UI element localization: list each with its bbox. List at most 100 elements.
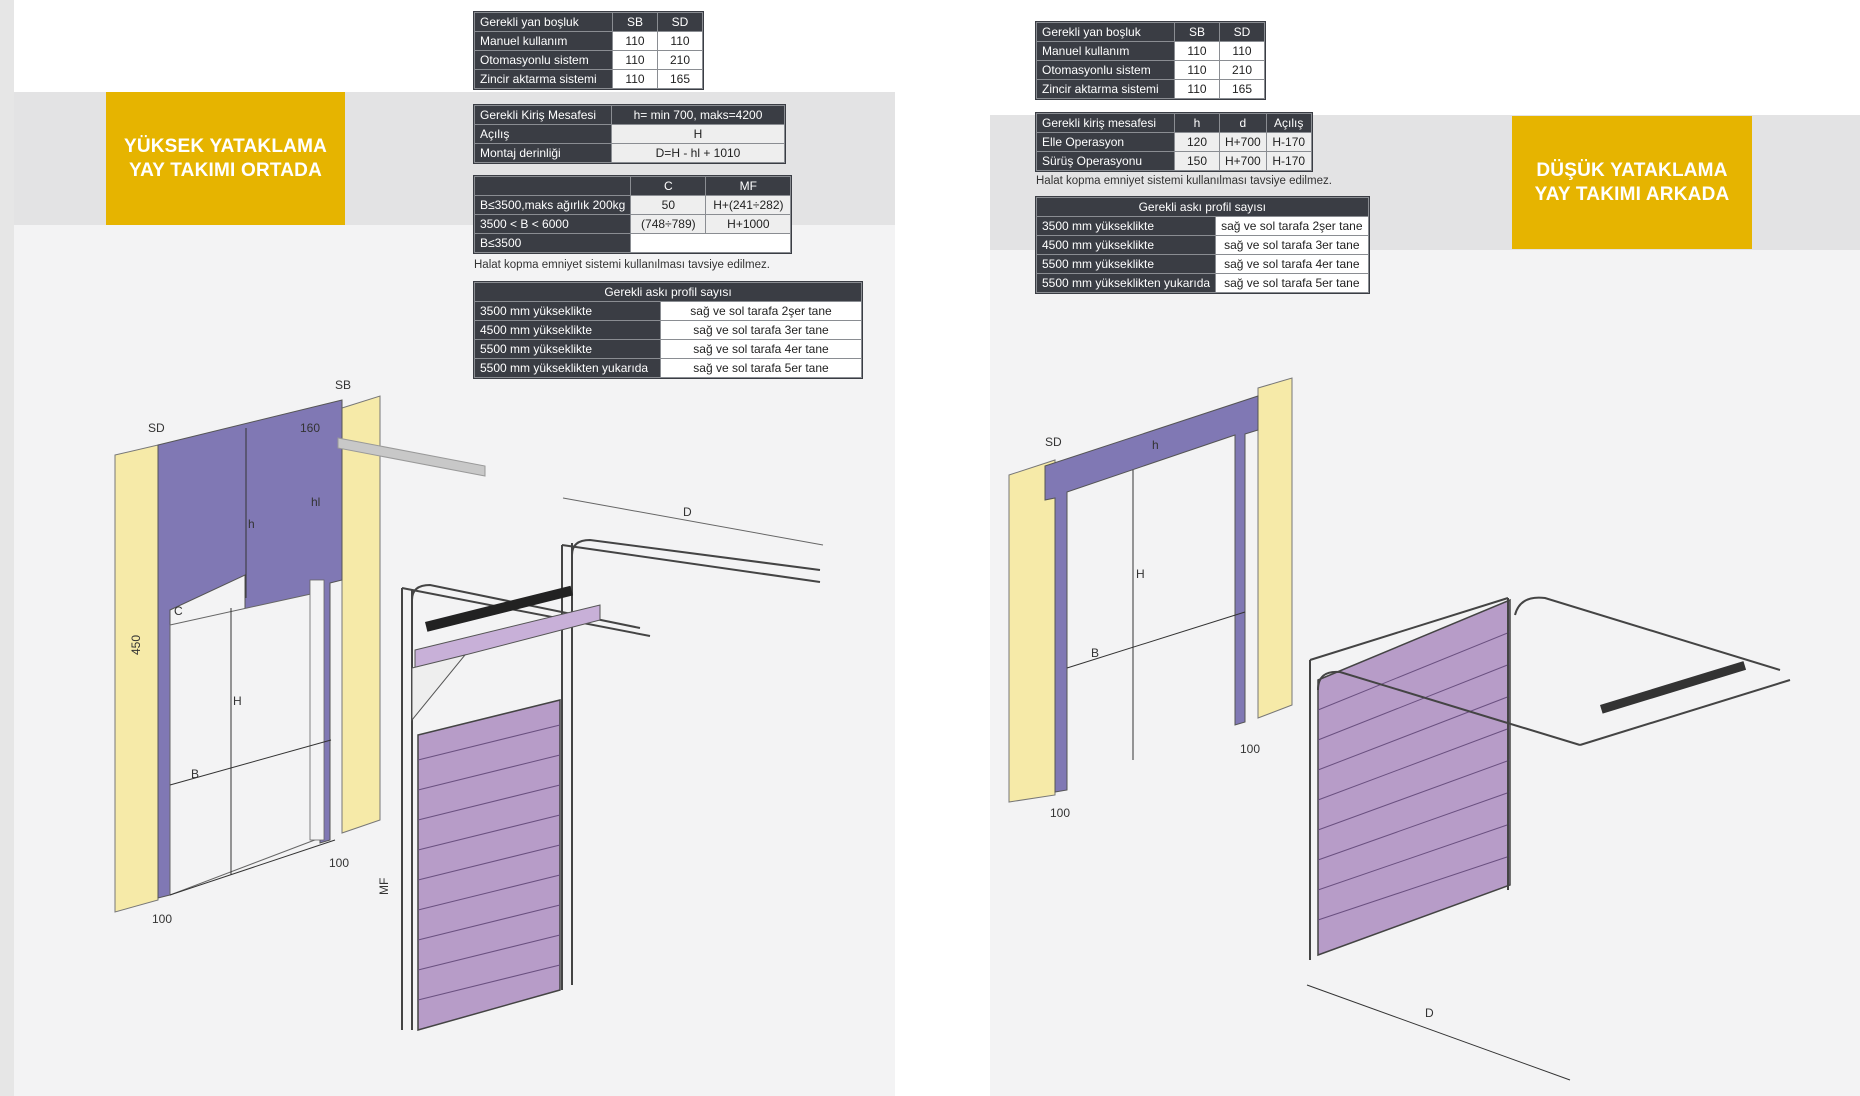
- label-B: B: [191, 767, 199, 781]
- table-row: Gerekli Kiriş Mesafesi h= min 700, maks=…: [474, 105, 785, 125]
- table-header: Gerekli askı profil sayısı: [474, 282, 862, 302]
- table-cell: 4500 mm yükseklikte: [474, 320, 661, 340]
- table-row: Zincir aktarma sistemi 110 165: [1036, 79, 1265, 99]
- table-row: Montaj derinliği D=H - hl + 1010: [474, 143, 785, 163]
- left-c-mf-table: C MF B≤3500,maks ağırlık 200kg 50 H+(241…: [472, 175, 793, 254]
- label-sb: SB: [335, 378, 351, 392]
- table-cell: Gerekli Kiriş Mesafesi: [474, 105, 612, 125]
- left-installation-diagram: SD SB 160 h hl C 450 H B 100 100 D MF: [114, 378, 824, 1031]
- table-cell: 110: [1174, 79, 1220, 99]
- table-header: Gerekli yan boşluk: [474, 12, 613, 32]
- label-450: 450: [129, 635, 143, 655]
- table-cell: 3500 mm yükseklikte: [474, 301, 661, 321]
- page-edge: [0, 0, 14, 1096]
- label-h: h: [248, 517, 255, 531]
- table-cell: h= min 700, maks=4200: [611, 105, 785, 125]
- table-row: Açılış H: [474, 124, 785, 144]
- label-B: B: [1091, 646, 1099, 660]
- right-installation-diagram: SD h H B 100 100 D: [1008, 377, 1791, 1081]
- label-sd: SD: [148, 421, 165, 435]
- table-row: Elle Operasyon 120 H+700 H-170: [1036, 132, 1312, 152]
- label-D: D: [1425, 1006, 1434, 1020]
- table-cell: 165: [1219, 79, 1265, 99]
- table-cell: (748÷789): [630, 214, 707, 234]
- table-header: h: [1174, 113, 1220, 133]
- label-100: 100: [152, 912, 172, 926]
- table-cell-empty: [630, 233, 792, 253]
- table-cell: sağ ve sol tarafa 2şer tane: [1215, 216, 1369, 236]
- torsion-spring: [1600, 661, 1747, 714]
- table-cell: Manuel kullanım: [1036, 41, 1175, 61]
- table-cell: H: [611, 124, 785, 144]
- left-safety-note: Halat kopma emniyet sistemi kullanılması…: [474, 259, 770, 271]
- left-wall: [1008, 459, 1056, 803]
- table-cell: 110: [612, 69, 658, 89]
- table-cell: H+1000: [705, 214, 792, 234]
- right-title-banner: DÜŞÜK YATAKLAMA YAY TAKIMI ARKADA: [1512, 116, 1752, 249]
- table-cell: 110: [657, 31, 703, 51]
- table-row: Zincir aktarma sistemi 110 165: [474, 69, 703, 89]
- table-cell: H+(241÷282): [705, 195, 792, 215]
- table-row: Manuel kullanım 110 110: [1036, 41, 1265, 61]
- right-wall: [1257, 377, 1293, 719]
- table-cell: sağ ve sol tarafa 3er tane: [660, 320, 862, 340]
- table-cell: 210: [657, 50, 703, 70]
- door-panel: [417, 699, 561, 1031]
- left-profile-table: Gerekli askı profil sayısı 3500 mm yükse…: [473, 281, 863, 379]
- table-row: 3500 mm yükseklikte sağ ve sol tarafa 2ş…: [474, 301, 862, 321]
- door-mechanism: [1309, 596, 1791, 960]
- left-title-banner: YÜKSEK YATAKLAMA YAY TAKIMI ORTADA: [106, 92, 345, 225]
- left-title-line2: YAY TAKIMI ORTADA: [128, 159, 323, 181]
- table-header: d: [1219, 113, 1267, 133]
- table-cell: sağ ve sol tarafa 2şer tane: [660, 301, 862, 321]
- table-cell: H+700: [1219, 151, 1267, 171]
- spring-shaft: [414, 604, 601, 669]
- left-side-clearance-table: Gerekli yan boşluk SB SD Manuel kullanım…: [473, 11, 704, 90]
- table-header: SD: [1219, 22, 1265, 42]
- table-cell: Sürüş Operasyonu: [1036, 151, 1175, 171]
- label-H: H: [233, 694, 242, 708]
- table-row: 4500 mm yükseklikte sağ ve sol tarafa 3e…: [1035, 235, 1369, 255]
- table-cell: 3500 mm yükseklikte: [1035, 216, 1217, 236]
- door-opening: [169, 591, 321, 896]
- table-cell: 5500 mm yükseklikte: [1035, 254, 1217, 274]
- table-cell: 5500 mm yükseklikte: [474, 339, 661, 359]
- table-cell: Otomasyonlu sistem: [1036, 60, 1175, 80]
- table-cell: sağ ve sol tarafa 4er tane: [660, 339, 862, 359]
- table-header: Gerekli yan boşluk: [1036, 22, 1175, 42]
- table-header: Gerekli askı profil sayısı: [1036, 197, 1369, 217]
- table-cell: Otomasyonlu sistem: [474, 50, 613, 70]
- table-row: 5500 mm yükseklikten yukarıda sağ ve sol…: [1035, 273, 1369, 293]
- label-100: 100: [1240, 742, 1260, 756]
- table-row: Sürüş Operasyonu 150 H+700 H-170: [1036, 151, 1312, 171]
- table-cell: 4500 mm yükseklikte: [1035, 235, 1217, 255]
- label-hl: hl: [311, 495, 320, 509]
- table-header: MF: [705, 176, 792, 196]
- table-cell: 110: [1219, 41, 1265, 61]
- table-row: 3500 < B < 6000 (748÷789) H+1000: [473, 214, 792, 234]
- label-100: 100: [1050, 806, 1070, 820]
- right-beam-table: Gerekli kiriş mesafesi h d Açılış Elle O…: [1035, 112, 1313, 172]
- table-row: 3500 mm yükseklikte sağ ve sol tarafa 2ş…: [1035, 216, 1369, 236]
- table-cell: 110: [612, 50, 658, 70]
- table-cell: Zincir aktarma sistemi: [474, 69, 613, 89]
- table-cell: H+700: [1219, 132, 1267, 152]
- table-row: Manuel kullanım 110 110: [474, 31, 703, 51]
- right-side-clearance-table: Gerekli yan boşluk SB SD Manuel kullanım…: [1035, 21, 1266, 100]
- table-header: Açılış: [1265, 113, 1312, 133]
- bracket: [411, 654, 467, 722]
- table-cell: B≤3500,maks ağırlık 200kg: [473, 195, 632, 215]
- table-row: B≤3500: [473, 233, 792, 253]
- label-H: H: [1136, 567, 1145, 581]
- table-row: B≤3500,maks ağırlık 200kg 50 H+(241÷282): [473, 195, 792, 215]
- label-MF: MF: [377, 878, 391, 895]
- table-cell: B≤3500: [473, 233, 632, 253]
- table-row: 4500 mm yükseklikte sağ ve sol tarafa 3e…: [474, 320, 862, 340]
- table-cell: Montaj derinliği: [474, 143, 612, 163]
- table-row: 5500 mm yükseklikte sağ ve sol tarafa 4e…: [474, 339, 862, 359]
- table-cell: sağ ve sol tarafa 5er tane: [1215, 273, 1369, 293]
- table-header: Gerekli kiriş mesafesi: [1036, 113, 1175, 133]
- table-row: Otomasyonlu sistem 110 210: [474, 50, 703, 70]
- right-profile-table: Gerekli askı profil sayısı 3500 mm yükse…: [1035, 196, 1370, 294]
- table-header: SD: [657, 12, 703, 32]
